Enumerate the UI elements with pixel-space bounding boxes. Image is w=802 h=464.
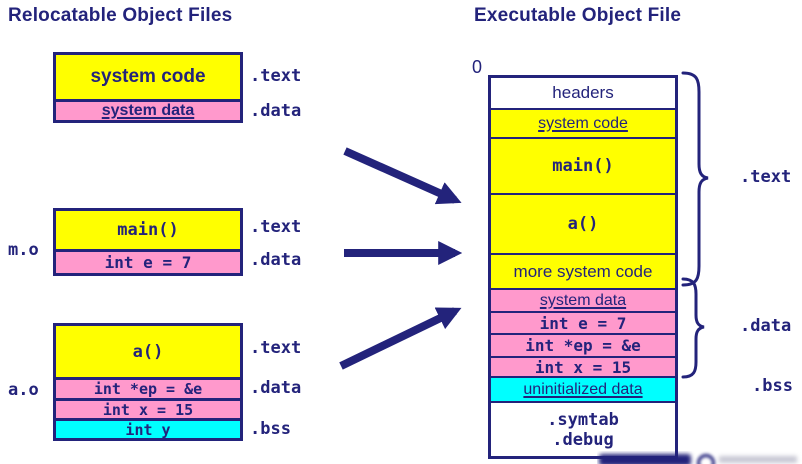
file1-data-label: .data (250, 101, 302, 121)
exe-row-symtab-debug: .symtab .debug (491, 401, 675, 456)
left-panel-title: Relocatable Object Files (8, 5, 233, 26)
file-name-m-o: m.o (8, 240, 39, 260)
section-row-system-code: system code (56, 55, 240, 99)
exe-row-system-code: system code (491, 108, 675, 137)
exe-data-section-label: .data (740, 316, 792, 336)
section-row-int-ep: int *ep = &e (56, 377, 240, 398)
exe-system-code-label: system code (538, 114, 628, 132)
right-panel-title: Executable Object File (474, 5, 682, 26)
exe-row-headers: headers (491, 78, 675, 108)
debug-label: .debug (552, 429, 614, 450)
watermark-ring-icon (697, 454, 715, 464)
file3-data-label: .data (250, 378, 302, 398)
exe-row-int-x: int x = 15 (491, 356, 675, 376)
section-row-a-func: a() (56, 326, 240, 377)
section-row-system-data: system data (56, 99, 240, 120)
exe-row-uninitialized-data: uninitialized data (491, 376, 675, 401)
arrow-ao-to-exe (339, 307, 462, 370)
exe-row-system-data: system data (491, 288, 675, 311)
section-row-int-e: int e = 7 (56, 249, 240, 273)
exe-row-main: main() (491, 137, 675, 193)
section-row-main: main() (56, 211, 240, 249)
section-row-int-x: int x = 15 (56, 398, 240, 418)
exe-row-int-e: int e = 7 (491, 311, 675, 333)
exe-text-section-label: .text (740, 167, 792, 187)
file2-text-label: .text (250, 217, 302, 237)
text-section-brace (681, 71, 709, 287)
object-file-a-o: a() int *ep = &e int x = 15 int y (53, 323, 243, 441)
exe-row-a-func: a() (491, 193, 675, 253)
object-file-m-o: main() int e = 7 (53, 208, 243, 276)
watermark (597, 451, 802, 464)
data-section-brace (681, 277, 705, 379)
executable-file-box: headers system code main() a() more syst… (488, 75, 678, 459)
arrow-system-to-exe (343, 147, 462, 205)
watermark-smudge-icon (599, 454, 691, 464)
file2-data-label: .data (250, 250, 302, 270)
exe-system-data-label: system data (539, 291, 627, 309)
system-data-label: system data (101, 102, 195, 119)
file1-text-label: .text (250, 66, 302, 86)
address-zero-label: 0 (471, 57, 482, 77)
exe-bss-section-label: .bss (752, 376, 793, 396)
object-file-system: system code system data (53, 52, 243, 123)
file-name-a-o: a.o (8, 380, 39, 400)
file3-text-label: .text (250, 338, 302, 358)
symtab-label: .symtab (547, 409, 619, 430)
exe-row-int-ep: int *ep = &e (491, 333, 675, 356)
exe-uninitialized-data-label: uninitialized data (523, 380, 643, 398)
exe-row-more-system-code: more system code (491, 253, 675, 288)
watermark-gray-text (719, 456, 797, 463)
file3-bss-label: .bss (250, 419, 291, 439)
section-row-int-y: int y (56, 418, 240, 438)
